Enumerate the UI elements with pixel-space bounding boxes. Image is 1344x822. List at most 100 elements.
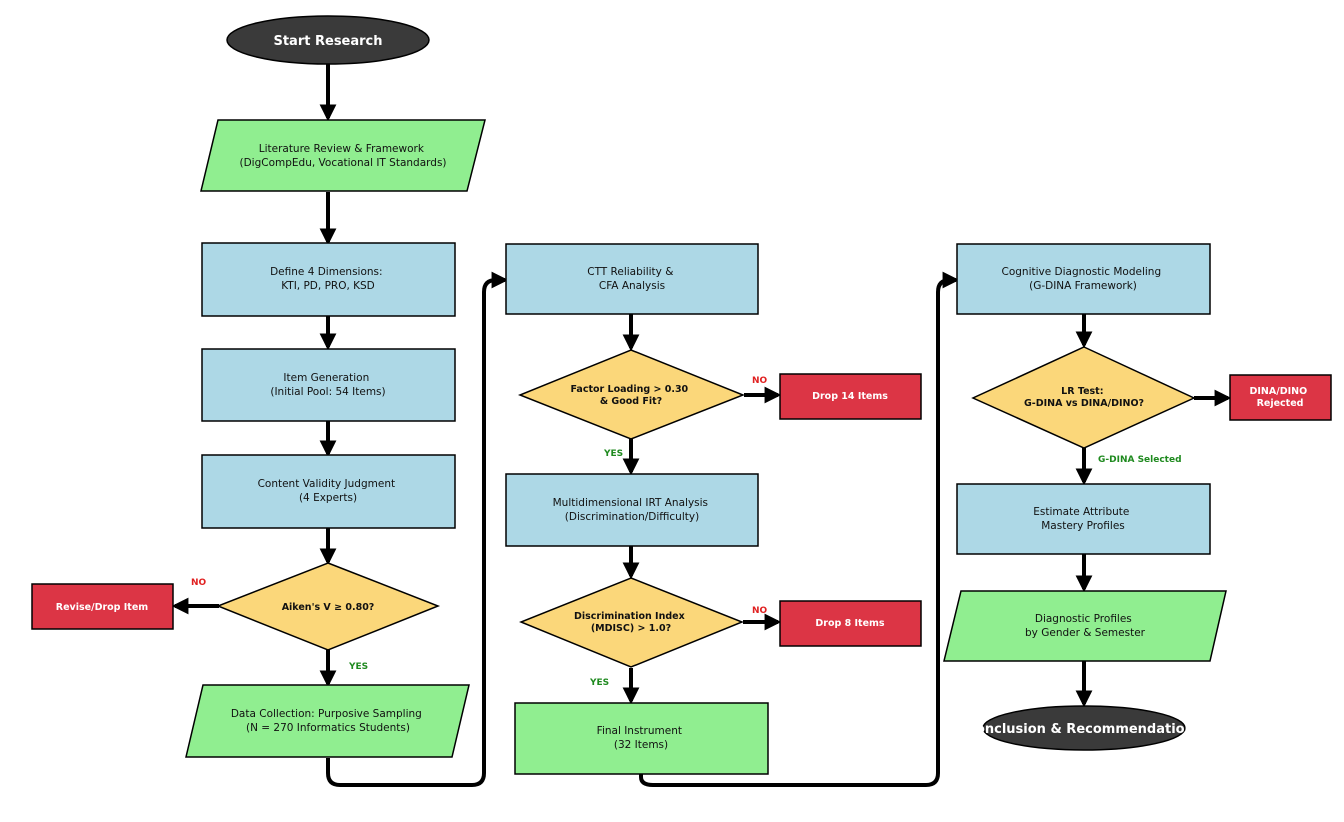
final-shape — [514, 702, 769, 775]
node-lrtest-line2: G-DINA vs DINA/DINO? — [1024, 398, 1144, 409]
node-cdm: Cognitive Diagnostic Modeling (G-DINA Fr… — [956, 243, 1211, 315]
node-revise-drop: Revise/Drop Item — [31, 583, 174, 630]
process-shape — [956, 483, 1211, 555]
node-aiken-decision: Aiken's V ≥ 0.80? — [215, 562, 441, 651]
node-ctt-line2: CFA Analysis — [599, 280, 665, 292]
svg-text:LR Test: G-DINA vs DINA/: LR Test: G-DINA vs DINA/DINO? — [1024, 386, 1144, 409]
svg-text:Start Research: Start Research — [273, 34, 382, 49]
svg-text:CTT Reliability & CFA An: CTT Reliability & CFA Analysis — [587, 266, 676, 292]
svg-text:Drop 8 Items: Drop 8 Items — [815, 618, 885, 629]
node-ctt: CTT Reliability & CFA Analysis — [505, 243, 759, 315]
node-datacollection-line1: Data Collection: Purposive Sampling — [231, 708, 422, 720]
node-revise-label: Revise/Drop Item — [56, 602, 148, 613]
aiken-no-label: NO — [191, 578, 207, 588]
discrimination-no-label: NO — [752, 606, 768, 616]
node-diagnostic-line2: by Gender & Semester — [1025, 627, 1146, 639]
node-factor-line2: & Good Fit? — [600, 396, 662, 407]
edge-final-cdm — [639, 271, 960, 787]
connectors — [171, 64, 1232, 787]
decision-shape — [517, 349, 746, 440]
node-define-line2: KTI, PD, PRO, KSD — [281, 280, 375, 292]
node-factor-decision: Factor Loading > 0.30 & Good Fit? — [517, 349, 746, 440]
node-itemgen-line1: Item Generation — [283, 372, 369, 384]
node-define-dimensions: Define 4 Dimensions: KTI, PD, PRO, KSD — [201, 242, 456, 317]
node-discrimination-line2: (MDISC) > 1.0? — [591, 623, 671, 634]
reject-shape — [779, 373, 922, 420]
svg-text:Content Validity Judgment: Content Validity Judgment (4 Experts) — [258, 478, 399, 504]
node-rejected-line1: DINA/DINO — [1250, 386, 1308, 397]
node-final-line2: (32 Items) — [614, 739, 668, 751]
node-validity-line1: Content Validity Judgment — [258, 478, 396, 490]
node-cdm-line1: Cognitive Diagnostic Modeling — [1002, 266, 1162, 278]
node-lrtest-line1: LR Test: — [1061, 386, 1103, 397]
node-estimate-line2: Mastery Profiles — [1041, 520, 1125, 532]
node-conclusion: Conclusion & Recommendations — [966, 705, 1202, 751]
process-shape — [505, 473, 759, 547]
node-mirt-line1: Multidimensional IRT Analysis — [553, 497, 708, 509]
node-dina-rejected: DINA/DINO Rejected — [1229, 374, 1332, 421]
parallelogram-shape — [200, 119, 486, 192]
node-datacollection-line2: (N = 270 Informatics Students) — [246, 722, 410, 734]
decision-shape — [519, 577, 745, 668]
node-drop8: Drop 8 Items — [779, 600, 922, 647]
svg-text:Item Generation (Initial: Item Generation (Initial Pool: 54 Items) — [270, 372, 385, 398]
node-content-validity: Content Validity Judgment (4 Experts) — [201, 454, 456, 529]
node-literature-line1: Literature Review & Framework — [259, 143, 425, 155]
node-data-collection: Data Collection: Purposive Sampling (N =… — [185, 684, 470, 758]
node-drop8-label: Drop 8 Items — [815, 618, 885, 629]
node-rejected-line2: Rejected — [1257, 398, 1304, 409]
process-shape — [201, 348, 456, 422]
node-define-line1: Define 4 Dimensions: — [270, 266, 382, 278]
parallelogram-shape — [185, 684, 470, 758]
process-shape — [956, 243, 1211, 315]
decision-shape — [215, 562, 441, 651]
discrimination-yes-label: YES — [589, 678, 609, 688]
node-start-label: Start Research — [273, 34, 382, 49]
node-drop14-label: Drop 14 Items — [812, 391, 888, 402]
terminal-shape — [982, 705, 1186, 751]
factor-no-label: NO — [752, 376, 768, 386]
svg-text:Discrimination Index (MD: Discrimination Index (MDISC) > 1.0? — [574, 611, 688, 634]
node-estimate-line1: Estimate Attribute — [1033, 506, 1129, 518]
node-discrimination-line1: Discrimination Index — [574, 611, 685, 622]
svg-text:Revise/Drop Item: Revise/Drop Item — [56, 602, 148, 613]
node-estimate: Estimate Attribute Mastery Profiles — [956, 483, 1211, 555]
node-lrtest-decision: LR Test: G-DINA vs DINA/DINO? — [971, 346, 1196, 449]
node-item-generation: Item Generation (Initial Pool: 54 Items) — [201, 348, 456, 422]
edge-datacollection-ctt — [326, 271, 509, 787]
svg-text:Data Collection: Purposive Sam: Data Collection: Purposive Sampling (N =… — [231, 708, 425, 734]
svg-text:Drop 14 Items: Drop 14 Items — [812, 391, 888, 402]
svg-text:Aiken's V ≥ 0.80?: Aiken's V ≥ 0.80? — [282, 602, 375, 613]
svg-text:Define 4 Dimensions: KTI: Define 4 Dimensions: KTI, PD, PRO, KSD — [270, 266, 386, 292]
node-start: Start Research — [226, 15, 430, 65]
node-diagnostic-line1: Diagnostic Profiles — [1035, 613, 1132, 625]
node-aiken-label: Aiken's V ≥ 0.80? — [282, 602, 375, 613]
node-itemgen-line2: (Initial Pool: 54 Items) — [270, 386, 385, 398]
node-literature-line2: (DigCompEdu, Vocational IT Standards) — [239, 157, 446, 169]
node-ctt-line1: CTT Reliability & — [587, 266, 673, 278]
node-mirt-line2: (Discrimination/Difficulty) — [565, 511, 699, 523]
node-cdm-line2: (G-DINA Framework) — [1029, 280, 1137, 292]
node-diagnostic-profiles: Diagnostic Profiles by Gender & Semester — [943, 590, 1227, 662]
node-discrimination-decision: Discrimination Index (MDISC) > 1.0? — [519, 577, 745, 668]
terminal-shape — [226, 15, 430, 65]
node-mirt: Multidimensional IRT Analysis (Discrimin… — [505, 473, 759, 547]
node-drop14: Drop 14 Items — [779, 373, 922, 420]
node-factor-line1: Factor Loading > 0.30 — [571, 384, 689, 395]
svg-text:Conclusion & Recommendations: Conclusion & Recommendations — [966, 722, 1201, 737]
aiken-yes-label: YES — [348, 662, 368, 672]
svg-text:Cognitive Diagnostic Modeling: Cognitive Diagnostic Modeling (G-DINA Fr… — [1002, 266, 1165, 292]
process-shape — [201, 454, 456, 529]
reject-shape — [1229, 374, 1332, 421]
svg-text:Factor Loading > 0.30 &: Factor Loading > 0.30 & Good Fit? — [571, 384, 692, 407]
node-final-line1: Final Instrument — [597, 725, 682, 737]
node-final-instrument: Final Instrument (32 Items) — [514, 702, 769, 775]
parallelogram-shape — [943, 590, 1227, 662]
node-conclusion-label: Conclusion & Recommendations — [966, 722, 1201, 737]
factor-yes-label: YES — [603, 449, 623, 459]
process-shape — [201, 242, 456, 317]
lr-selected-label: G-DINA Selected — [1098, 455, 1182, 465]
svg-text:Literature Review & Framework: Literature Review & Framework (DigCompEd… — [239, 143, 446, 169]
svg-text:Multidimensional IRT Analysis: Multidimensional IRT Analysis (Discrimin… — [553, 497, 712, 523]
